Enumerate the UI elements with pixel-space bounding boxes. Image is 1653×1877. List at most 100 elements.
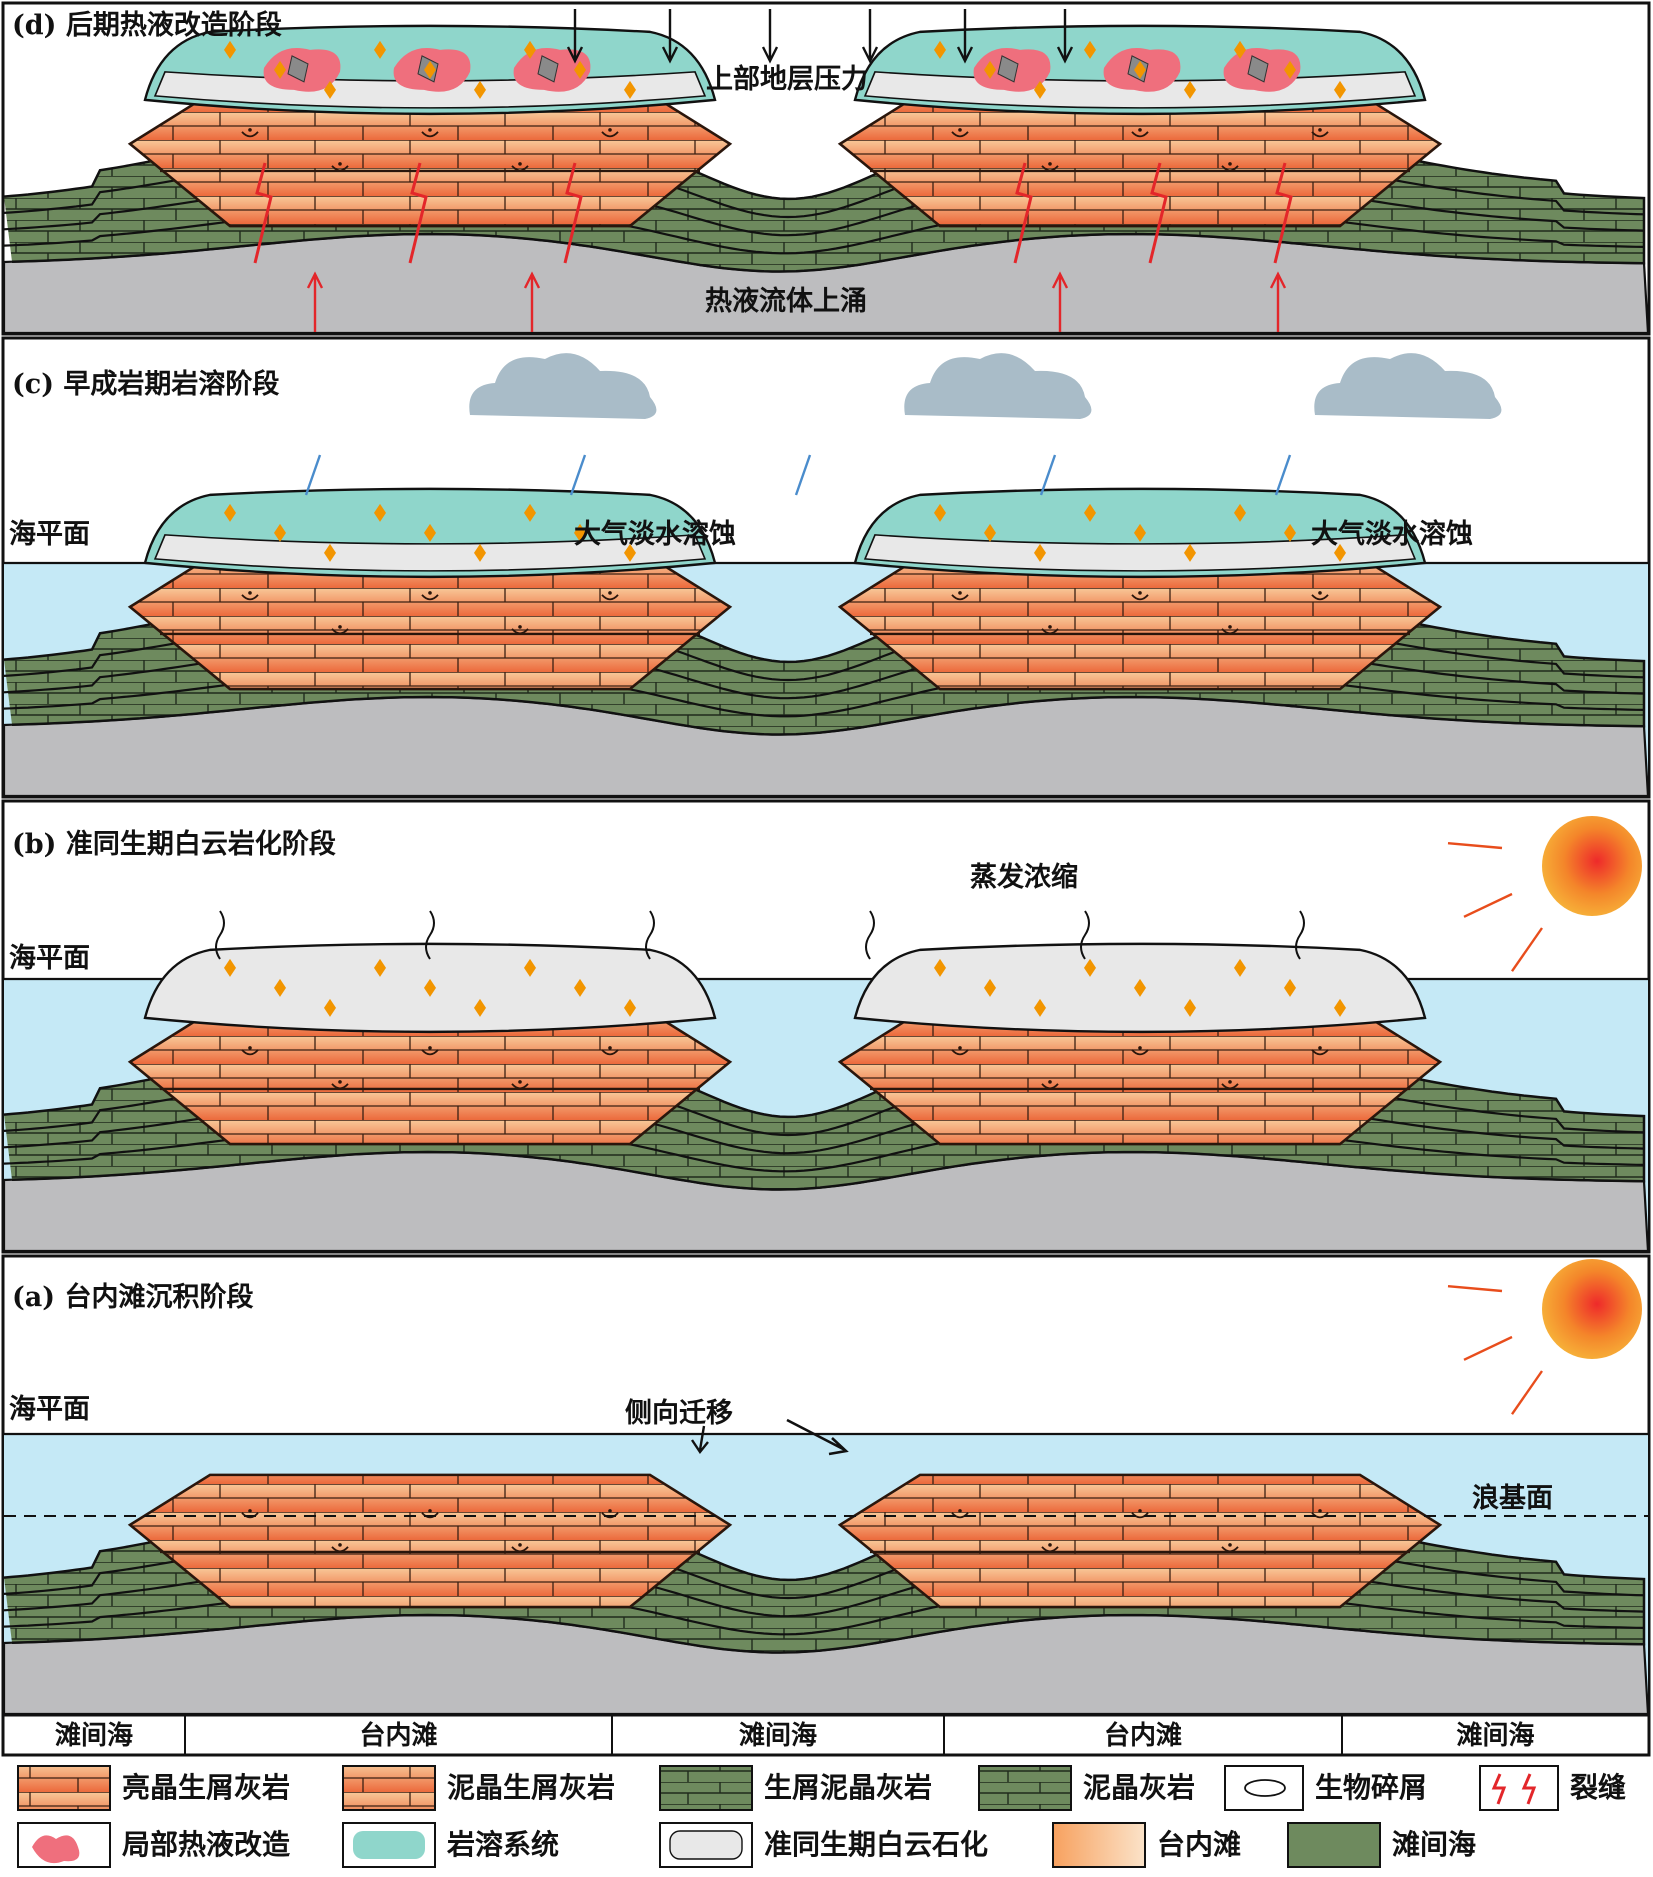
dolomite-rhomb xyxy=(224,40,236,59)
dolomite-rhomb xyxy=(474,998,486,1017)
panel-c-sea-level: 海平面 xyxy=(9,519,90,550)
dolomite-rhomb xyxy=(934,40,946,59)
bioclast-symbol xyxy=(421,131,439,138)
bioclast-symbol xyxy=(1041,628,1059,635)
fracture xyxy=(1148,162,1168,264)
dolomite-rhomb xyxy=(1234,503,1246,522)
bioclast-symbol xyxy=(241,131,259,138)
dolomite-rhomb xyxy=(324,80,336,99)
dolomite-rhomb xyxy=(474,543,486,562)
bioclast-symbol xyxy=(601,131,619,138)
dolomite-rhomb xyxy=(1084,958,1096,977)
saddle-dolomite-crystal xyxy=(537,55,559,83)
dolomite-rhomb xyxy=(1084,40,1096,59)
bioclast-symbol xyxy=(1131,1512,1149,1519)
bioclast-symbol xyxy=(1041,1083,1059,1090)
bioclast-dot xyxy=(248,1046,252,1050)
upwelling-arrow xyxy=(306,271,324,332)
bioclast-dot xyxy=(1228,1543,1232,1547)
dolomite-rhomb xyxy=(474,80,486,99)
saddle-dolomite-crystal xyxy=(287,55,309,83)
pressure-arrow xyxy=(861,9,879,64)
saddle-dolomite-crystal xyxy=(997,55,1019,83)
shoal-limestone xyxy=(837,1473,1443,1609)
fracture xyxy=(563,162,583,264)
panel-a-sea-level: 海平面 xyxy=(9,1394,90,1425)
zone-label: 滩间海 xyxy=(55,1720,133,1751)
bioclast-dot xyxy=(338,162,342,166)
bioclast-dot xyxy=(518,162,522,166)
dolomite-band xyxy=(153,534,707,572)
bioclast-symbol xyxy=(951,1512,969,1519)
dolomite-rhomb xyxy=(1334,543,1346,562)
dolomite-rhomb xyxy=(574,60,586,79)
panel-d xyxy=(1,1,1651,336)
dolomite-rhomb xyxy=(1034,543,1046,562)
bioclast-dot xyxy=(1048,1543,1052,1547)
legend: 亮晶生屑灰岩泥晶生屑灰岩生屑泥晶灰岩泥晶灰岩生物碎屑裂缝局部热液改造岩溶系统准同… xyxy=(17,1765,1626,1868)
bioclast-symbol xyxy=(331,1083,349,1090)
fracture-icon xyxy=(1479,1765,1559,1811)
dolomite-rhomb xyxy=(224,503,236,522)
bioclast-symbol xyxy=(601,594,619,601)
dolomite-rhomb xyxy=(524,40,536,59)
bioclast-dot xyxy=(958,1509,962,1513)
panel-c xyxy=(1,336,1651,799)
bioclast-dot xyxy=(1228,625,1232,629)
bioclast-legend-mark xyxy=(1244,1779,1286,1797)
panel-d-upwelling: 热液流体上涌 xyxy=(705,286,867,317)
evaporation-wave xyxy=(1080,910,1090,960)
dolomite-rhomb xyxy=(324,543,336,562)
zone-label: 滩间海 xyxy=(739,1720,817,1751)
bioclast-dot xyxy=(428,128,432,132)
micrite-swatch xyxy=(978,1765,1072,1811)
bioclast-symbol xyxy=(421,1049,439,1056)
shoal-body-right xyxy=(837,487,1443,691)
zone-bar: 滩间海台内滩滩间海台内滩滩间海 xyxy=(1,1713,1651,1757)
zone-frame xyxy=(1,1713,1651,1757)
bioclast-symbol xyxy=(1041,1546,1059,1553)
bioclast-symbol xyxy=(601,1049,619,1056)
dolomite-rhomb xyxy=(1184,80,1196,99)
bioclast-symbol xyxy=(511,165,529,172)
dolomite-rhomb xyxy=(1284,978,1296,997)
dolomite-rhomb xyxy=(524,503,536,522)
dolomite-rhomb xyxy=(424,523,436,542)
dolomite-rhomb xyxy=(1184,543,1196,562)
dolomite-rhomb xyxy=(1284,523,1296,542)
sun-ray xyxy=(1511,927,1543,972)
bioclast-dot xyxy=(248,128,252,132)
bioclast-symbol xyxy=(951,131,969,138)
bioclast-symbol xyxy=(1221,628,1239,635)
bioclast-dot xyxy=(248,591,252,595)
dolomite-rhomb xyxy=(374,958,386,977)
cloud-icon xyxy=(469,353,657,419)
bioclast-symbol xyxy=(951,1049,969,1056)
bioclast-dot xyxy=(958,591,962,595)
dolomite-icon xyxy=(669,1830,743,1860)
legend-label: 局部热液改造 xyxy=(122,1828,290,1861)
panel-b-evaporation: 蒸发浓缩 xyxy=(970,861,1078,893)
dolomite-rhomb xyxy=(1134,978,1146,997)
sun-ray xyxy=(1447,842,1503,850)
dolomite-rhomb xyxy=(274,60,286,79)
dolomite-rhomb xyxy=(624,80,636,99)
evaporation-wave xyxy=(865,910,875,960)
bioclast-symbol xyxy=(1311,131,1329,138)
sun-icon xyxy=(1542,1259,1642,1359)
dolomite-rhomb xyxy=(624,543,636,562)
dolomite-rhomb xyxy=(1034,80,1046,99)
bioclast-symbol xyxy=(331,165,349,172)
interbank-sea-swatch xyxy=(1287,1822,1381,1868)
legend-label: 台内滩 xyxy=(1157,1828,1241,1861)
bioclast-symbol xyxy=(1311,1512,1329,1519)
sparry-bioclastic-limestone-swatch xyxy=(17,1765,111,1811)
rain-icon xyxy=(1274,454,1292,496)
saddle-dolomite-crystal xyxy=(1247,55,1269,83)
legend-label: 岩溶系统 xyxy=(446,1828,559,1861)
pressure-arrow xyxy=(1056,9,1074,64)
bioclast-symbol xyxy=(421,594,439,601)
bioclast-symbol xyxy=(241,594,259,601)
bioclast-symbol xyxy=(1221,165,1239,172)
